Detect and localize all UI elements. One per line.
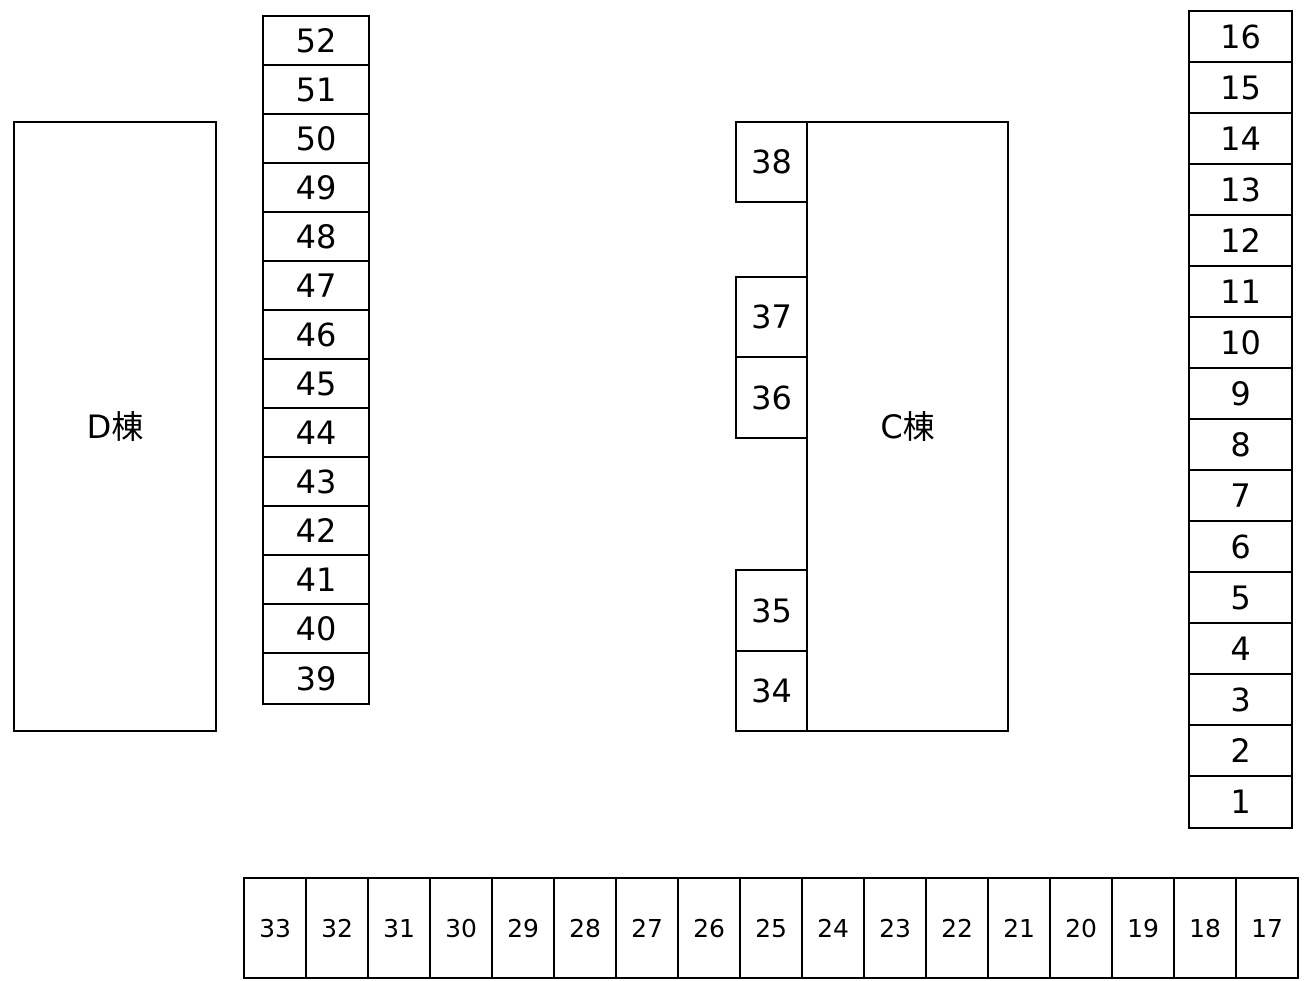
parking-stall: 25 bbox=[739, 877, 803, 979]
parking-stall: 29 bbox=[491, 877, 555, 979]
parking-stall: 20 bbox=[1049, 877, 1113, 979]
parking-stall: 1 bbox=[1188, 775, 1293, 829]
parking-stall: 10 bbox=[1188, 316, 1293, 369]
parking-stall: 40 bbox=[262, 603, 370, 654]
parking-stall: 18 bbox=[1173, 877, 1237, 979]
parking-stall: 31 bbox=[367, 877, 431, 979]
parking-stall: 41 bbox=[262, 554, 370, 605]
parking-stall: 11 bbox=[1188, 265, 1293, 318]
parking-stall: 4 bbox=[1188, 622, 1293, 675]
parking-stall: 33 bbox=[243, 877, 307, 979]
building-c: C棟 bbox=[806, 121, 1009, 732]
parking-stall: 3 bbox=[1188, 673, 1293, 726]
parking-stall: 13 bbox=[1188, 163, 1293, 216]
building-c-label: C棟 bbox=[880, 407, 935, 446]
parking-stall: 48 bbox=[262, 211, 370, 262]
parking-stall: 14 bbox=[1188, 112, 1293, 165]
parking-stall: 24 bbox=[801, 877, 865, 979]
parking-stall: 9 bbox=[1188, 367, 1293, 420]
parking-stall: 21 bbox=[987, 877, 1051, 979]
parking-stall: 2 bbox=[1188, 724, 1293, 777]
parking-stall: 43 bbox=[262, 456, 370, 507]
parking-stall: 47 bbox=[262, 260, 370, 311]
parking-stall: 49 bbox=[262, 162, 370, 213]
parking-stall: 15 bbox=[1188, 61, 1293, 114]
parking-stall: 32 bbox=[305, 877, 369, 979]
parking-stall: 7 bbox=[1188, 469, 1293, 522]
building-d-label: D棟 bbox=[86, 407, 144, 446]
parking-stall: 34 bbox=[735, 650, 808, 732]
parking-stall: 45 bbox=[262, 358, 370, 409]
parking-stall: 26 bbox=[677, 877, 741, 979]
parking-stall: 30 bbox=[429, 877, 493, 979]
parking-stall: 35 bbox=[735, 569, 808, 652]
parking-stall: 51 bbox=[262, 64, 370, 115]
parking-stall: 19 bbox=[1111, 877, 1175, 979]
parking-stall: 36 bbox=[735, 356, 808, 439]
parking-stall: 6 bbox=[1188, 520, 1293, 573]
parking-stall: 12 bbox=[1188, 214, 1293, 267]
parking-stall: 38 bbox=[735, 121, 808, 203]
parking-stall: 23 bbox=[863, 877, 927, 979]
parking-stall: 5 bbox=[1188, 571, 1293, 624]
parking-stall: 46 bbox=[262, 309, 370, 360]
parking-stall: 42 bbox=[262, 505, 370, 556]
building-d: D棟 bbox=[13, 121, 217, 732]
parking-stall: 52 bbox=[262, 15, 370, 66]
parking-stall: 17 bbox=[1235, 877, 1299, 979]
parking-stall: 8 bbox=[1188, 418, 1293, 471]
parking-stall: 37 bbox=[735, 276, 808, 358]
parking-stall: 44 bbox=[262, 407, 370, 458]
parking-stall: 16 bbox=[1188, 10, 1293, 63]
parking-stall: 22 bbox=[925, 877, 989, 979]
parking-stall: 50 bbox=[262, 113, 370, 164]
parking-stall: 28 bbox=[553, 877, 617, 979]
parking-stall: 27 bbox=[615, 877, 679, 979]
parking-stall: 39 bbox=[262, 652, 370, 705]
